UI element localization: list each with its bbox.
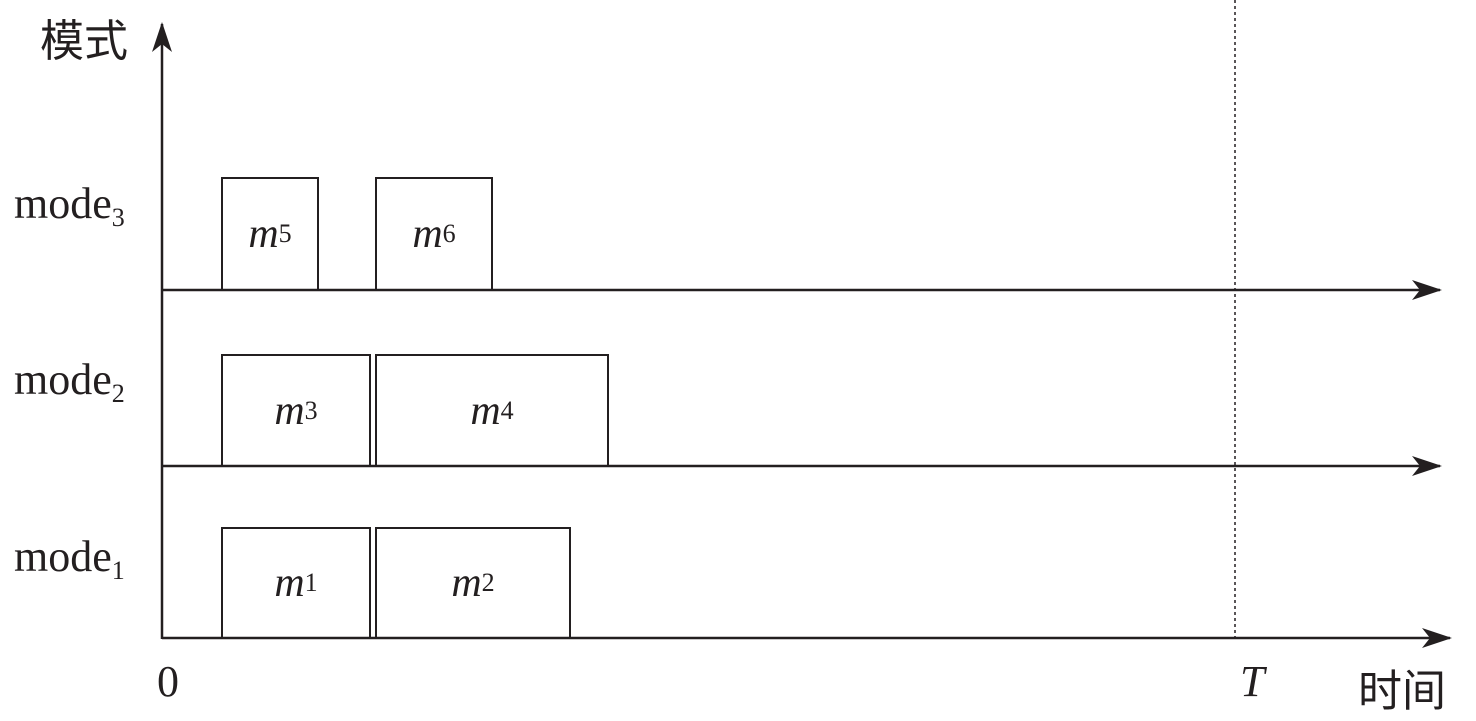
deadline-label: T: [1240, 657, 1265, 706]
mode3-label: mode3: [14, 179, 125, 232]
mode2-label: mode2: [14, 355, 125, 408]
y-axis-label: 模式: [40, 17, 128, 66]
mode1-label: mode1: [14, 532, 125, 585]
origin-label: 0: [157, 657, 179, 706]
x-axis-label: 时间: [1358, 667, 1446, 716]
